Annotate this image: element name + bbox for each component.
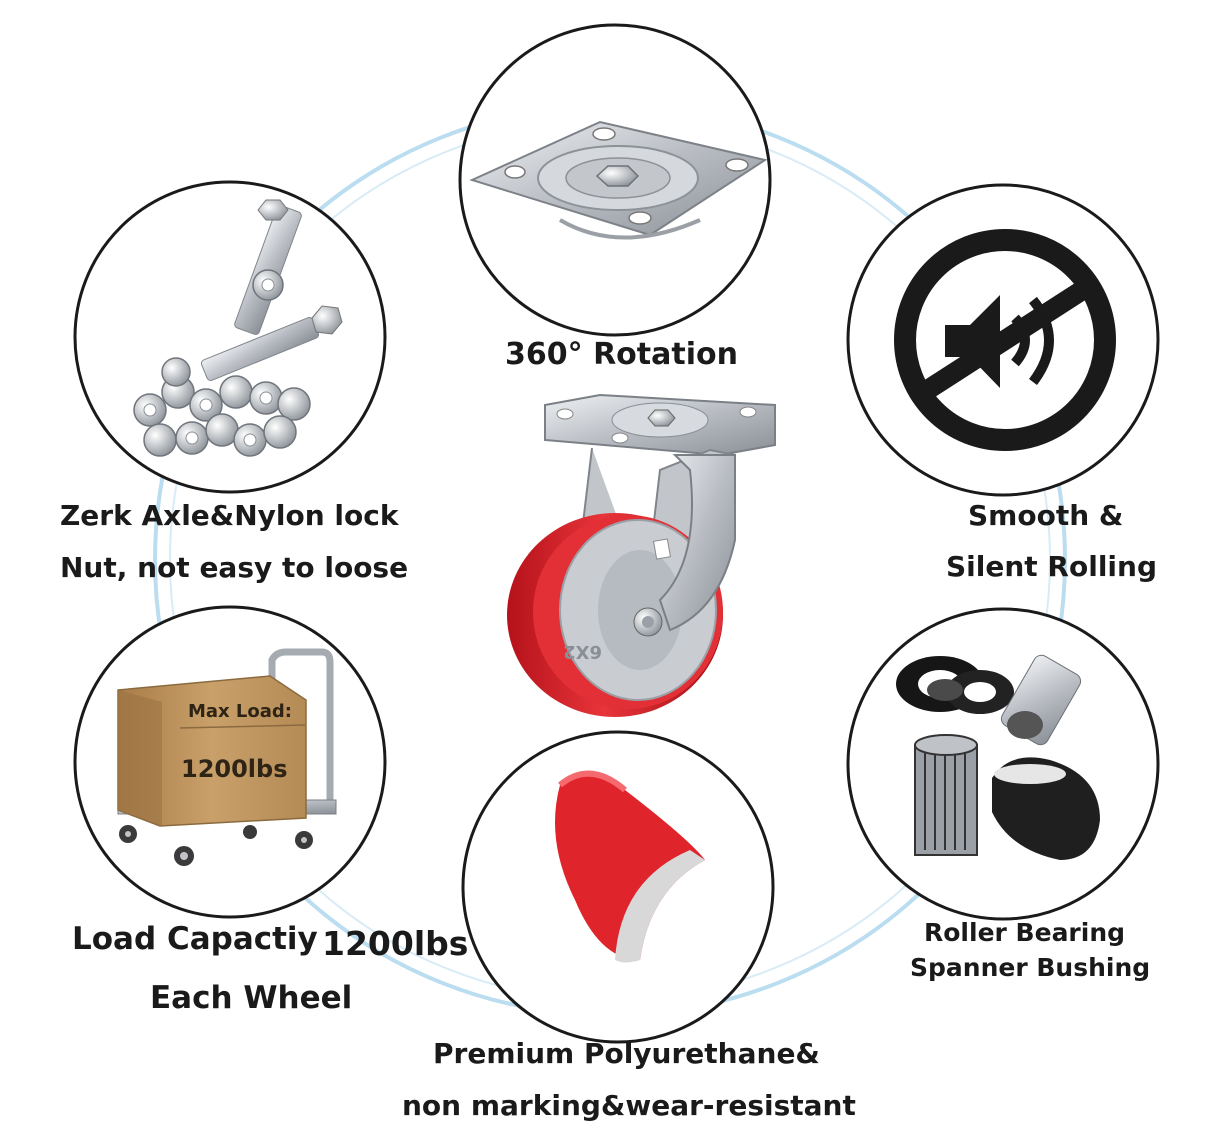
bolts-and-nuts-icon xyxy=(133,199,343,457)
mounting-plate-icon xyxy=(469,120,768,240)
rotation-label: 360° Rotation xyxy=(505,337,738,372)
load-label-line2: Each Wheel xyxy=(150,980,353,1016)
load-label-line1: Load Capactiy xyxy=(72,921,318,957)
mute-speaker-icon xyxy=(894,229,1116,451)
silent-label-line2: Silent Rolling xyxy=(946,550,1157,583)
wheel-marking: 6X2 xyxy=(563,641,602,662)
load-feature-circle xyxy=(73,605,387,919)
rotation-feature-circle xyxy=(458,23,772,337)
bearing-label-line1: Roller Bearing xyxy=(924,918,1126,947)
silent-label-line1: Smooth & xyxy=(968,499,1124,532)
swivel-caster-image: 6X2 xyxy=(507,393,776,717)
hardware-label-line2: Nut, not easy to loose xyxy=(60,551,409,584)
cart-with-box-icon xyxy=(117,648,337,866)
hardware-label-line1: Zerk Axle&Nylon lock xyxy=(60,499,399,532)
box-label-title: Max Load: xyxy=(188,701,293,722)
hardware-feature-circle xyxy=(73,180,387,494)
bearing-parts-icon xyxy=(896,654,1100,860)
polyurethane-tread-icon xyxy=(555,770,705,963)
bearing-feature-circle xyxy=(846,607,1160,921)
bearing-label-line2: Spanner Bushing xyxy=(910,953,1151,982)
polyurethane-label-line2: non marking&wear-resistant xyxy=(402,1089,856,1122)
silent-feature-circle xyxy=(846,183,1160,497)
polyurethane-label-line1: Premium Polyurethane& xyxy=(433,1037,820,1070)
box-label-value: 1200lbs xyxy=(181,755,288,783)
load-value-label: 1200lbs xyxy=(322,924,469,963)
polyurethane-feature-circle xyxy=(461,730,775,1044)
